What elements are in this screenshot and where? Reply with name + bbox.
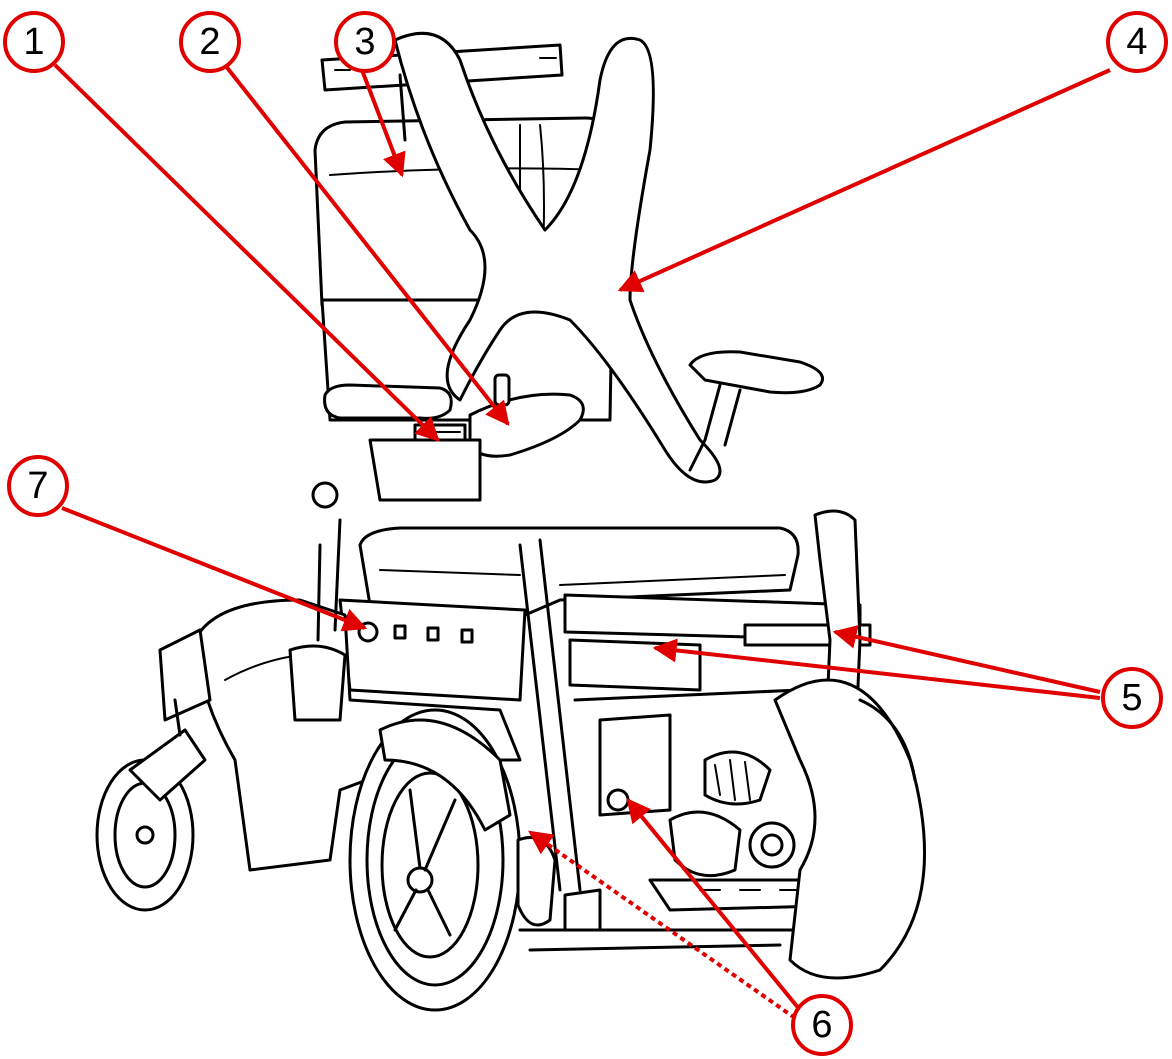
armrest-left (311, 373, 585, 509)
callout-2: 2 (179, 11, 241, 73)
callout-4: 4 (1106, 11, 1168, 73)
callout-6-label: 6 (811, 1004, 832, 1046)
callout-2-label: 2 (199, 21, 220, 63)
arrow-3 (360, 69, 406, 178)
x-frame (393, 31, 722, 484)
caster-wheel (95, 698, 207, 912)
callout-3-label: 3 (354, 21, 375, 63)
callout-3: 3 (334, 11, 396, 73)
wheel-right (773, 678, 927, 980)
arrow-1 (53, 63, 440, 442)
seat-cushion (358, 526, 800, 617)
callout-7: 7 (7, 455, 69, 517)
wheel-main (348, 708, 557, 1012)
callout-arrows (53, 63, 1111, 1020)
callout-1-label: 1 (23, 21, 44, 63)
callout-5-label: 5 (1121, 677, 1142, 719)
arrow-7 (61, 506, 368, 632)
arrow-2 (223, 63, 510, 426)
seat-frame (338, 509, 872, 892)
callout-7-label: 7 (27, 465, 48, 507)
drive-motor (598, 713, 796, 878)
arrow-6 (626, 798, 802, 1012)
arrow-5b (652, 638, 1101, 700)
arrow-6-dotted (528, 830, 797, 1020)
arrow-5a (832, 625, 1101, 694)
callout-4-label: 4 (1126, 21, 1147, 63)
armrest-right (688, 350, 824, 472)
callout-6: 6 (791, 994, 853, 1056)
arrow-4 (617, 68, 1111, 293)
callout-1: 1 (3, 11, 65, 73)
callout-5: 5 (1101, 667, 1163, 729)
